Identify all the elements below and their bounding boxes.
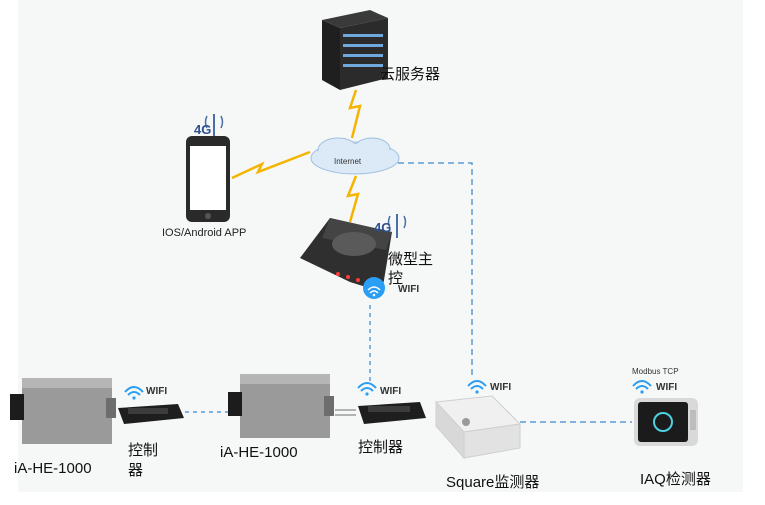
iaq-monitor-label: IAQ检测器 — [640, 471, 711, 488]
internet-cloud-icon — [310, 137, 400, 175]
wifi-icon — [632, 380, 652, 394]
controller-board-icon — [118, 404, 184, 424]
wifi-icon — [357, 382, 377, 396]
router-wifi-text: WIFI — [398, 284, 420, 295]
controller-a-label-line1: 控制 — [128, 442, 159, 459]
link-internet-square — [398, 162, 473, 376]
wifi-badge-icon — [363, 277, 385, 299]
internet-label: Internet — [334, 157, 362, 166]
ventilation-unit-icon — [228, 374, 334, 438]
wifi-icon — [124, 386, 144, 400]
square-monitor-icon — [434, 395, 522, 460]
device-a-label: iA-HE-1000 — [14, 460, 92, 477]
lightning-internet-router — [345, 175, 360, 223]
modbus-label: Modbus TCP — [632, 367, 679, 376]
lightning-server-internet — [348, 89, 362, 139]
ventilation-unit-icon — [10, 378, 116, 444]
app-label: IOS/Android APP — [162, 227, 247, 239]
wifi-icon — [467, 380, 487, 394]
iaq-monitor-icon — [634, 398, 698, 446]
controller-b-wifi-text: WIFI — [380, 386, 402, 397]
g4-badge-router: 4G — [374, 220, 392, 235]
device-b-label: iA-HE-1000 — [220, 444, 298, 461]
antenna-icon — [204, 114, 224, 136]
controller-board-icon — [358, 402, 426, 424]
controller-a-wifi-text: WIFI — [146, 386, 168, 397]
controller-b-label: 控制器 — [358, 439, 404, 456]
micro-host-label-line2: 控 — [388, 270, 404, 287]
micro-host-label-line1: 微型主 — [388, 251, 434, 268]
square-monitor-label: Square监测器 — [446, 474, 540, 491]
controller-a-label-line2: 器 — [128, 462, 144, 479]
square-wifi-text: WIFI — [490, 382, 512, 393]
cloud-server-label: 云服务器 — [380, 66, 441, 83]
iaq-wifi-text: WIFI — [656, 382, 678, 393]
server-icon — [322, 10, 388, 90]
antenna-icon — [387, 214, 407, 238]
smartphone-icon — [186, 136, 230, 222]
router-icon — [300, 218, 392, 292]
lightning-phone-internet — [231, 150, 311, 180]
g4-badge-phone: 4G — [194, 122, 212, 137]
